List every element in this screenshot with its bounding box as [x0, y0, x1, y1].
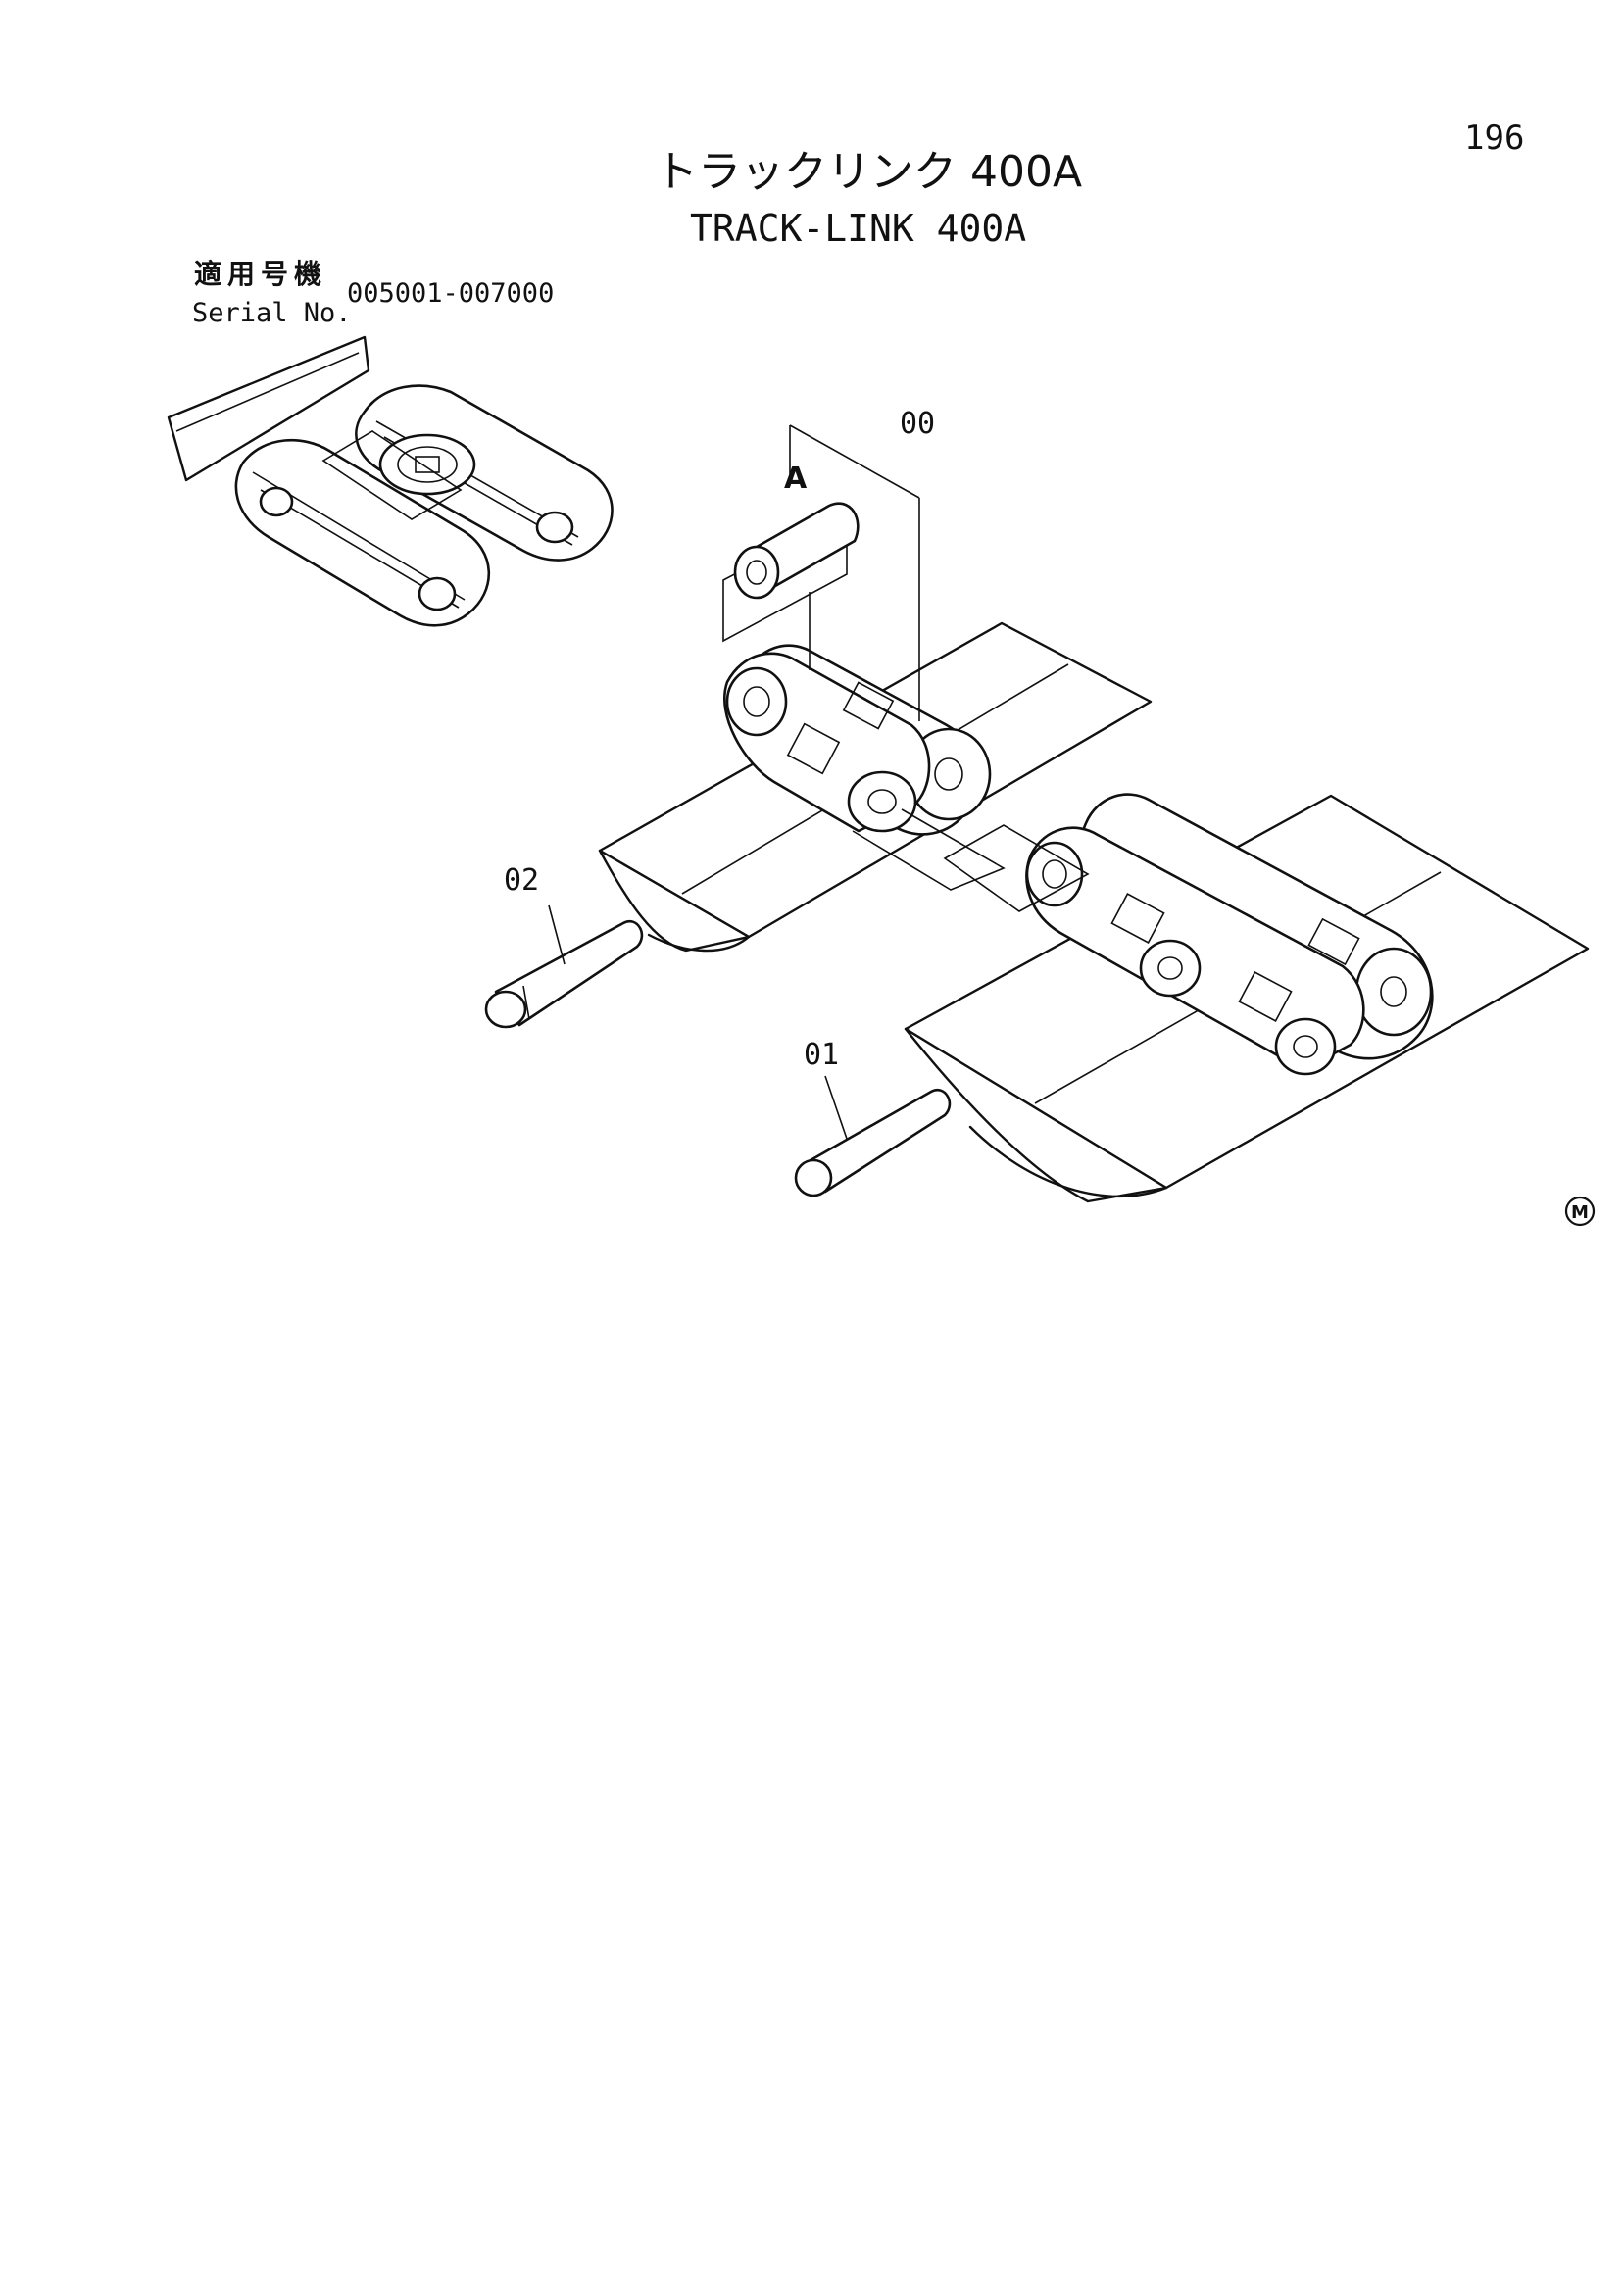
track-assembly-upper	[598, 621, 1153, 953]
track-assembly-lower	[904, 793, 1590, 1203]
link-front-lower	[1025, 826, 1365, 1072]
serial-label-japanese: 適用号機	[194, 258, 328, 290]
registered-mark: M	[1564, 1196, 1596, 1227]
serial-label-english: Serial No.	[192, 298, 352, 328]
bushing-eye	[725, 666, 788, 737]
pin-boss	[847, 770, 917, 833]
pin-02	[484, 904, 644, 1029]
bushing-part	[722, 424, 920, 721]
serial-range: 005001-007000	[347, 278, 555, 309]
title-english: TRACK-LINK 400A	[690, 207, 1027, 250]
callout-02: 02	[504, 863, 539, 898]
callout-01: 01	[804, 1038, 839, 1072]
front-track	[234, 438, 491, 627]
turntable	[378, 433, 476, 496]
callout-00: 00	[900, 407, 935, 441]
pin-01	[794, 1075, 952, 1197]
dozer-blade	[167, 335, 370, 482]
machine-thumbnail	[167, 335, 614, 627]
page-number: 196	[1464, 119, 1525, 158]
title-japanese: トラックリンク 400A	[655, 147, 1083, 197]
mark-symbol: M	[1571, 1202, 1589, 1223]
callout-a: A	[784, 462, 808, 496]
